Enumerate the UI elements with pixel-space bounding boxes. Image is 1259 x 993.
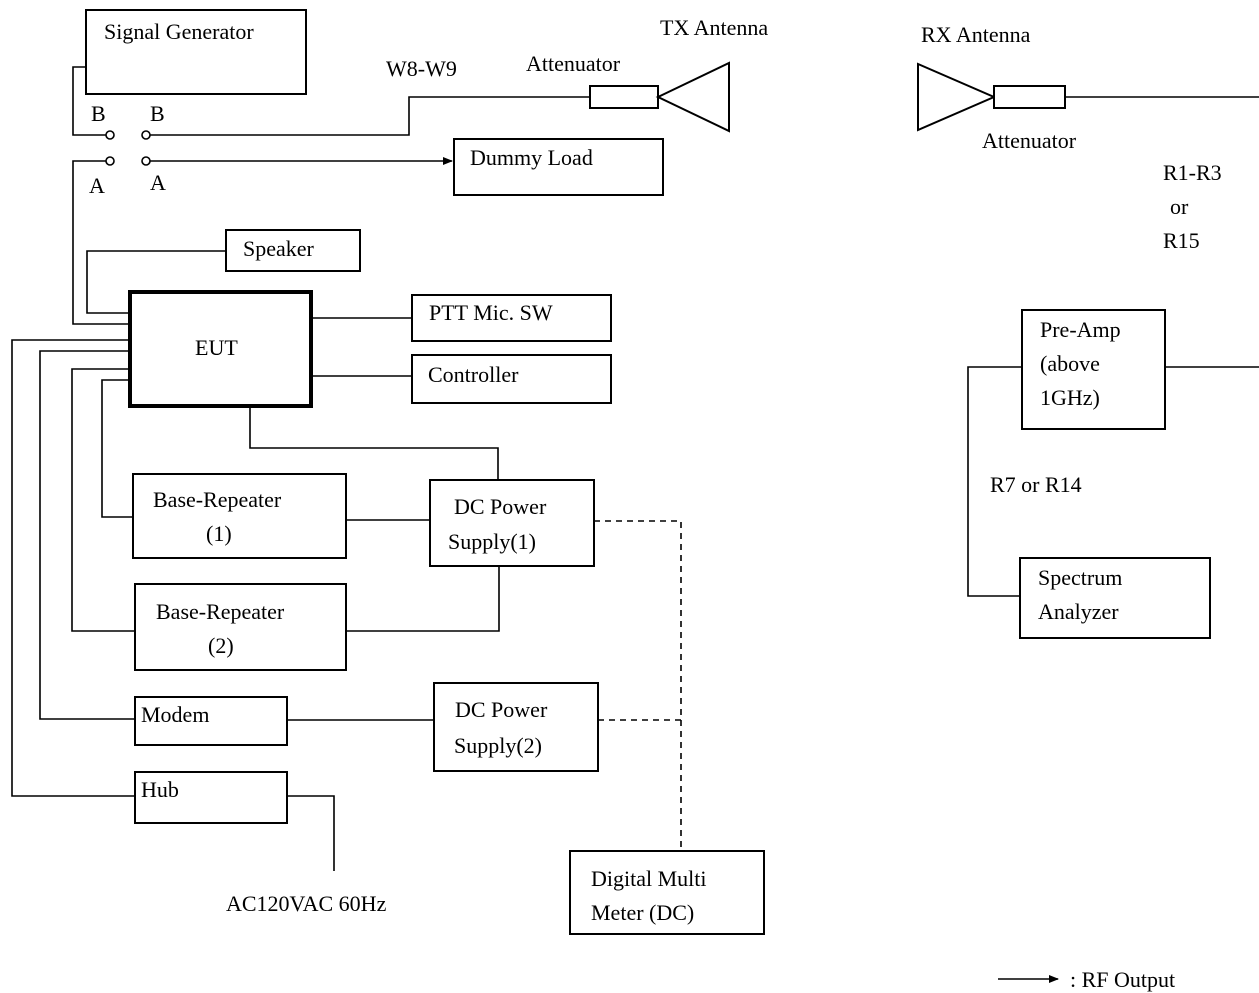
rx-attenuator-label: Attenuator xyxy=(982,128,1077,153)
hub-label: Hub xyxy=(141,777,179,802)
ptt-label: PTT Mic. SW xyxy=(429,300,553,325)
dummy-load-label: Dummy Load xyxy=(470,145,593,170)
spectrum-analyzer-label: Spectrum xyxy=(1038,565,1122,590)
wire-eut-to-dc-power-1 xyxy=(249,407,499,480)
wire-siggen-switch-b xyxy=(72,66,107,136)
switch-label-b-left: B xyxy=(91,101,106,126)
base-repeater-2-number: (2) xyxy=(208,633,234,658)
switch-terminal-a-left xyxy=(105,156,115,166)
tx-attenuator xyxy=(589,85,659,109)
digital-multi-meter: Digital Multi Meter (DC) xyxy=(569,850,765,935)
wire-eut-to-modem xyxy=(39,350,135,720)
base-repeater-2: Base-Repeater (2) xyxy=(134,583,347,671)
modem-label: Modem xyxy=(141,702,209,727)
dc-power-1-supply: Supply(1) xyxy=(448,529,536,554)
r7-r14-label: R7 or R14 xyxy=(990,472,1082,497)
r15-label: R15 xyxy=(1163,228,1200,253)
wire-eut-to-hub xyxy=(11,339,135,797)
speaker-label: Speaker xyxy=(243,236,315,261)
tx-attenuator-label: Attenuator xyxy=(526,51,621,76)
r1-r3-label: R1-R3 xyxy=(1163,160,1222,185)
wire-eut-to-base-repeater-2 xyxy=(71,368,135,632)
r1-r3-or-label: or xyxy=(1170,194,1189,219)
spectrum-analyzer: Spectrum Analyzer xyxy=(1019,557,1211,639)
rx-antenna-label: RX Antenna xyxy=(921,22,1031,47)
base-repeater-1-number: (1) xyxy=(206,521,232,546)
wiring xyxy=(11,66,1259,871)
tx-path: TX Antenna Attenuator W8-W9 xyxy=(386,15,768,133)
wire-eut-to-base-repeater-1 xyxy=(101,379,133,518)
wire-dc-power-1-to-base-repeater-2 xyxy=(346,566,500,632)
hub: Hub xyxy=(134,771,288,824)
wire-hub-to-ac xyxy=(287,795,335,871)
wire-switch-b-to-attenuator xyxy=(150,96,590,136)
eut: EUT xyxy=(128,290,313,408)
rx-attenuator xyxy=(993,85,1066,109)
tx-antenna-icon xyxy=(655,61,730,133)
w8-w9-label: W8-W9 xyxy=(386,56,457,81)
ptt-mic-switch: PTT Mic. SW xyxy=(411,294,612,342)
ac-power-label: AC120VAC 60Hz xyxy=(226,891,387,916)
wire-speaker-to-eut xyxy=(86,250,226,314)
modem: Modem xyxy=(134,696,288,746)
dc-power-2-label: DC Power xyxy=(455,697,548,722)
switch-terminal-b-left xyxy=(105,130,115,140)
wire-switch-a-to-eut xyxy=(72,160,130,325)
dc-power-supply-1: DC Power Supply(1) xyxy=(429,479,595,567)
controller-label: Controller xyxy=(428,362,519,387)
pre-amp: Pre-Amp (above 1GHz) xyxy=(1021,309,1166,430)
pre-amp-above: (above xyxy=(1040,351,1100,376)
base-repeater-2-label: Base-Repeater xyxy=(156,599,285,624)
spectrum-analyzer-label-2: Analyzer xyxy=(1038,599,1119,624)
eut-label: EUT xyxy=(195,335,238,360)
switch-terminal-a-right xyxy=(141,156,151,166)
dash-dc-power-1-to-meter xyxy=(594,520,682,851)
wire-preamp-to-spectrum xyxy=(967,366,1022,597)
signal-generator: Signal Generator xyxy=(85,9,307,95)
controller: Controller xyxy=(411,354,612,404)
dc-power-2-supply: Supply(2) xyxy=(454,733,542,758)
dmm-label: Digital Multi xyxy=(591,866,707,891)
switch-label-a-left: A xyxy=(89,173,105,198)
dummy-load: Dummy Load xyxy=(453,138,664,196)
switch-terminal-b-right xyxy=(141,130,151,140)
rf-switch: B B A A xyxy=(89,101,166,198)
legend-label: : RF Output xyxy=(1070,967,1175,992)
dmm-meter-label: Meter (DC) xyxy=(591,900,694,925)
rx-path: RX Antenna Attenuator R1-R3 or R15 R7 or… xyxy=(917,22,1222,497)
base-repeater-1-label: Base-Repeater xyxy=(153,487,282,512)
switch-label-b-right: B xyxy=(150,101,165,126)
pre-amp-freq: 1GHz) xyxy=(1040,385,1100,410)
dc-power-1-label: DC Power xyxy=(454,494,547,519)
dc-power-supply-2: DC Power Supply(2) xyxy=(433,682,599,772)
pre-amp-label: Pre-Amp xyxy=(1040,317,1121,342)
signal-generator-label: Signal Generator xyxy=(104,19,254,44)
legend: : RF Output xyxy=(998,967,1175,992)
switch-label-a-right: A xyxy=(150,170,166,195)
tx-antenna-label: TX Antenna xyxy=(660,15,768,40)
base-repeater-1: Base-Repeater (1) xyxy=(132,473,347,559)
rx-antenna-icon xyxy=(917,62,997,132)
speaker: Speaker xyxy=(225,229,361,272)
